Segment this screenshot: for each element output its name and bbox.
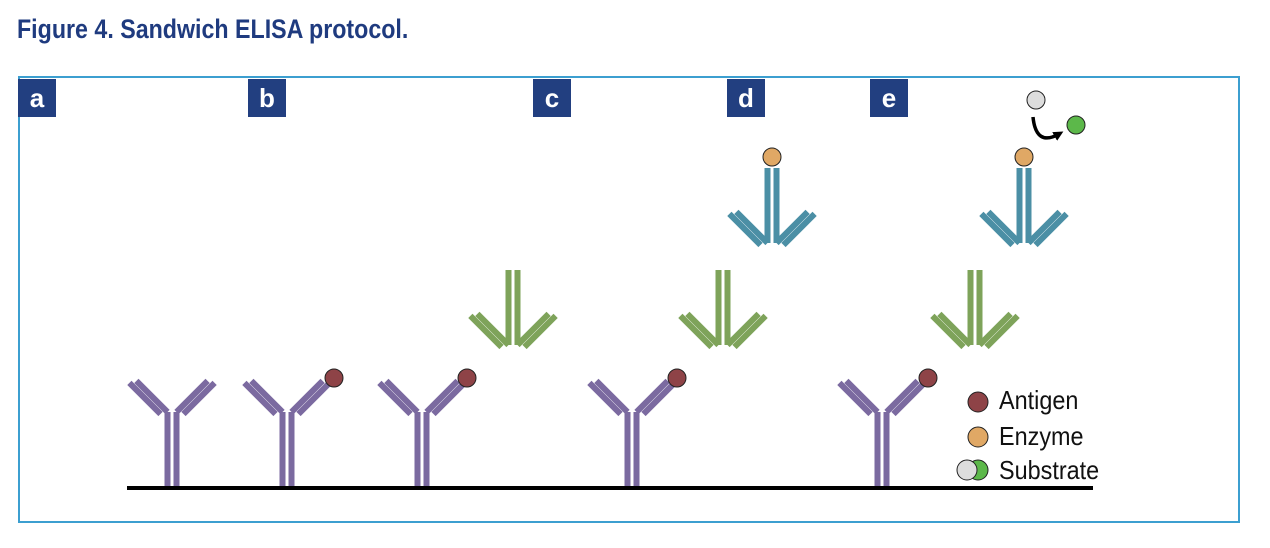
figure-title: Figure 4. Sandwich ELISA protocol. <box>17 14 409 44</box>
capture-antibody-e <box>837 378 927 487</box>
detection-antibody-e <box>930 270 1020 350</box>
enzyme-antibody-e <box>979 168 1069 248</box>
antigen-molecule-c <box>457 368 477 388</box>
antigen-molecule-b <box>324 368 344 388</box>
step-label-b: b <box>248 79 286 117</box>
product-molecule <box>1066 115 1086 135</box>
capture-antibody-a <box>127 378 217 487</box>
antigen-molecule-e <box>918 368 938 388</box>
legend-enzyme-label: Enzyme <box>999 421 1084 451</box>
legend-substrate-label: Substrate <box>999 455 1100 485</box>
enzyme-molecule-e <box>1014 147 1034 167</box>
detection-antibody-d <box>678 270 768 350</box>
enzyme-molecule-d <box>762 147 782 167</box>
substrate-molecule <box>1026 90 1046 110</box>
enzyme-antibody-d <box>727 168 817 248</box>
legend-substrate-icon <box>956 459 978 481</box>
capture-antibody-c <box>377 378 467 487</box>
capture-antibody-b <box>242 378 332 487</box>
step-label-a: a <box>18 79 56 117</box>
detection-antibody-c <box>468 270 558 350</box>
legend-antigen-label: Antigen <box>999 385 1079 415</box>
antigen-molecule-d <box>667 368 687 388</box>
legend-enzyme-icon <box>967 426 989 448</box>
figure-frame <box>18 76 1240 523</box>
capture-antibody-d <box>587 378 677 487</box>
legend-antigen-icon <box>967 391 989 413</box>
reaction-arrow-icon <box>1031 116 1064 141</box>
step-label-e: e <box>870 79 908 117</box>
step-label-c: c <box>533 79 571 117</box>
step-label-d: d <box>727 79 765 117</box>
